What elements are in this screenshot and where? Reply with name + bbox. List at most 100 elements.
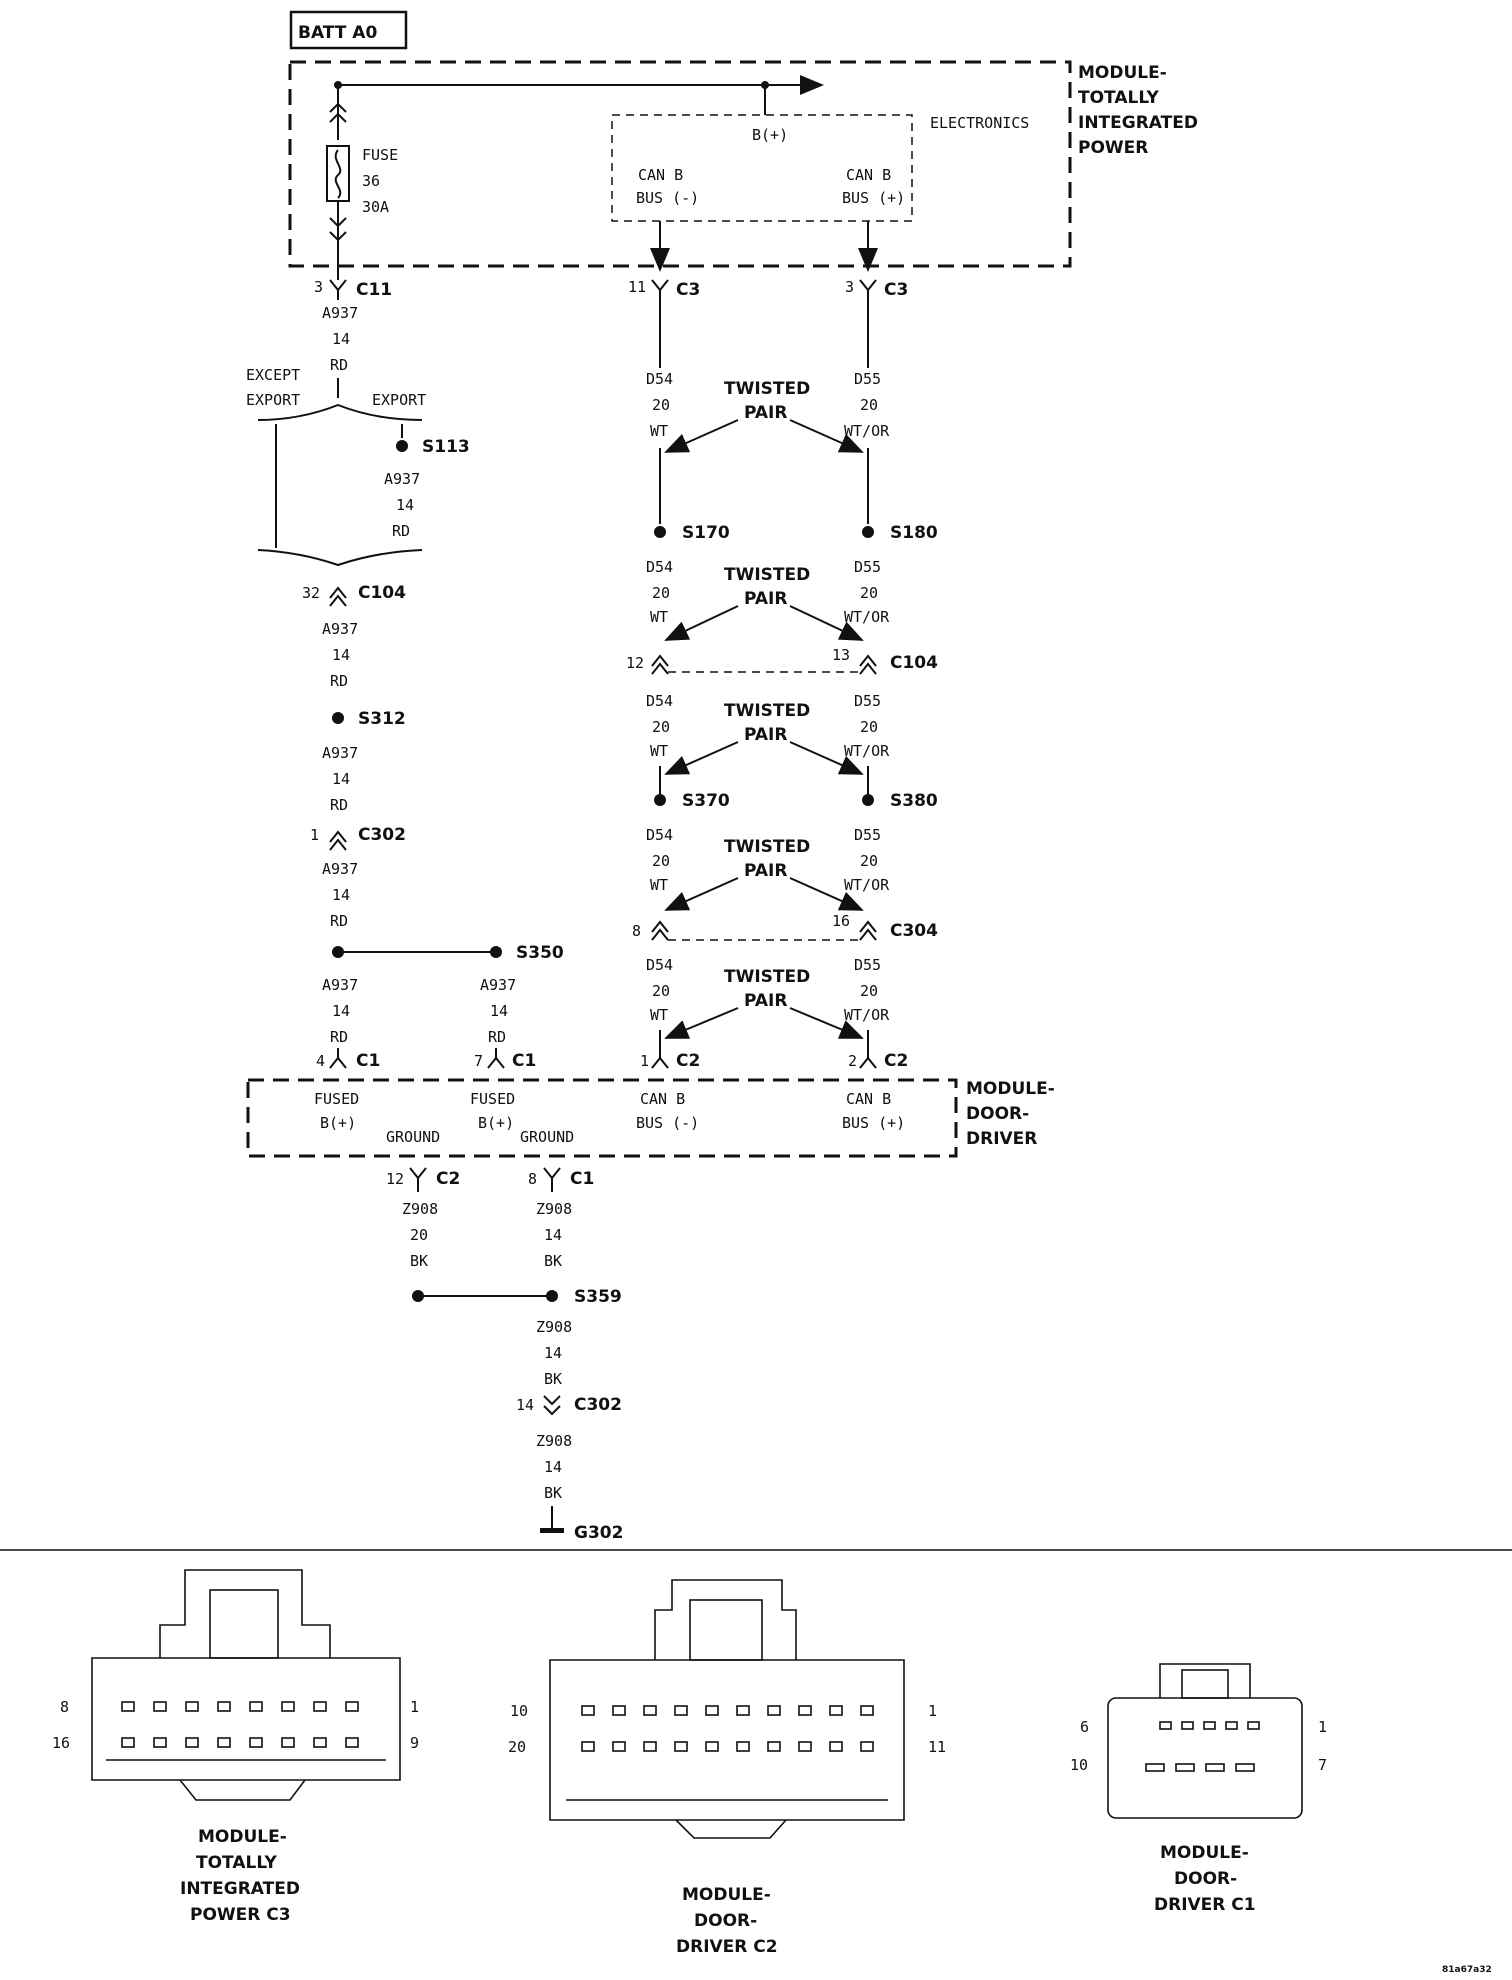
svg-text:D55: D55: [854, 558, 881, 576]
batt-box: [289, 10, 408, 50]
connector-view-door-c2: 10 1 20 11 MODULE- DOOR- DRIVER C2: [508, 1579, 946, 1957]
w7-code: A937: [480, 976, 516, 994]
pin-cavity: [705, 1741, 719, 1752]
pin-cavity: [1145, 1763, 1165, 1772]
c302a-name: C302: [358, 825, 406, 845]
svg-text:WT: WT: [650, 742, 668, 760]
w6-color: RD: [330, 1028, 348, 1046]
svg-text:10: 10: [510, 1702, 528, 1720]
except-export-2: EXPORT: [246, 391, 300, 409]
pin-cavity: [345, 1737, 359, 1748]
c2neg-pin: 1: [640, 1052, 649, 1070]
dp-fused-2b: B(+): [478, 1114, 514, 1132]
pin-cavity: [581, 1741, 595, 1752]
w7-gauge: 14: [490, 1002, 508, 1020]
svg-text:20: 20: [652, 982, 670, 1000]
pin-cavity: [860, 1705, 874, 1716]
c1a-pin: 4: [316, 1052, 325, 1070]
svg-text:20: 20: [508, 1738, 526, 1756]
twisted-pair-group-3: D54 20 WT D55 20 WT/OR TWISTED PAIR: [646, 692, 890, 775]
w4-gauge: 14: [332, 770, 350, 788]
branch-brace-top: [257, 403, 423, 421]
z14c-color: BK: [544, 1484, 562, 1502]
z14c-gauge: 14: [544, 1458, 562, 1476]
z20-gauge: 20: [410, 1226, 428, 1244]
export-label: EXPORT: [372, 391, 426, 409]
s113-label: S113: [422, 437, 470, 457]
pin-cavity: [798, 1741, 812, 1752]
svg-text:1: 1: [1318, 1718, 1327, 1736]
fuse-label: FUSE: [362, 146, 398, 164]
z20-code: Z908: [402, 1200, 438, 1218]
w7-color: RD: [488, 1028, 506, 1046]
batt-label: BATT A0: [298, 23, 377, 43]
svg-text:7: 7: [1318, 1756, 1327, 1774]
pin-cavity: [829, 1705, 843, 1716]
svg-text:PAIR: PAIR: [744, 403, 787, 423]
pin-cavity: [767, 1705, 781, 1716]
c3-pos-name: C3: [884, 280, 908, 300]
electronics-outline: [611, 114, 913, 222]
fuse-rating: 30A: [362, 198, 389, 216]
pin-cavity: [674, 1741, 688, 1752]
canb-pos-2: BUS (+): [842, 189, 905, 207]
svg-text:PAIR: PAIR: [744, 589, 787, 609]
c104can-pin-pos: 13: [832, 646, 850, 664]
c304-name: C304: [890, 921, 938, 941]
w5-gauge: 14: [332, 886, 350, 904]
s312-label: S312: [358, 709, 406, 729]
twisted-pair-group-1: D54 20 WT D55 20 WT/OR TWISTED PAIR: [646, 370, 890, 453]
svg-text:20: 20: [652, 718, 670, 736]
pin-cavity: [612, 1741, 626, 1752]
svg-text:D55: D55: [854, 370, 881, 388]
svg-text:TWISTED: TWISTED: [724, 967, 810, 987]
pin-cavity: [860, 1741, 874, 1752]
wire-a937-gauge: 14: [332, 330, 350, 348]
svg-text:WT: WT: [650, 1006, 668, 1024]
svg-text:9: 9: [410, 1734, 419, 1752]
svg-text:D54: D54: [646, 692, 673, 710]
svg-text:DOOR-: DOOR-: [1174, 1869, 1237, 1889]
svg-text:DOOR-: DOOR-: [694, 1911, 757, 1931]
svg-text:D54: D54: [646, 826, 673, 844]
pin-cavity: [121, 1737, 135, 1748]
twisted-pair-group-5: D54 20 WT D55 20 WT/OR TWISTED PAIR: [646, 956, 890, 1039]
svg-text:6: 6: [1080, 1718, 1089, 1736]
wire-a937b-color: RD: [392, 522, 410, 540]
svg-text:PAIR: PAIR: [744, 991, 787, 1011]
svg-text:20: 20: [652, 396, 670, 414]
svg-text:MODULE-: MODULE-: [1160, 1843, 1249, 1863]
svg-text:11: 11: [928, 1738, 946, 1756]
wire-a937b-gauge: 14: [396, 496, 414, 514]
c2neg-name: C2: [676, 1051, 700, 1071]
svg-text:TWISTED: TWISTED: [724, 379, 810, 399]
c304-pin-pos: 16: [832, 912, 850, 930]
s370-label: S370: [682, 791, 730, 811]
pin-cavity: [1181, 1721, 1194, 1730]
svg-text:DRIVER C1: DRIVER C1: [1154, 1895, 1256, 1915]
pin-cavity: [612, 1705, 626, 1716]
svg-text:D55: D55: [854, 956, 881, 974]
svg-text:1: 1: [928, 1702, 937, 1720]
c3-neg-pin: 11: [628, 278, 646, 296]
svg-text:D55: D55: [854, 692, 881, 710]
dp-can-neg-1: CAN B: [640, 1090, 685, 1108]
twisted-pair-group-2: D54 20 WT D55 20 WT/OR TWISTED PAIR: [646, 558, 890, 641]
s350-label: S350: [516, 943, 564, 963]
pin-cavity: [217, 1737, 231, 1748]
svg-text:D54: D54: [646, 370, 673, 388]
svg-text:16: 16: [52, 1734, 70, 1752]
pin-cavity: [281, 1737, 295, 1748]
canb-pos-1: CAN B: [846, 166, 891, 184]
z14b-gauge: 14: [544, 1344, 562, 1362]
c2pos-name: C2: [884, 1051, 908, 1071]
c302b-name: C302: [574, 1395, 622, 1415]
pin-cavity: [249, 1737, 263, 1748]
z14a-code: Z908: [536, 1200, 572, 1218]
svg-text:MODULE-: MODULE-: [198, 1827, 287, 1847]
w3-code: A937: [322, 620, 358, 638]
wire-a937-code: A937: [322, 304, 358, 322]
svg-text:WT/OR: WT/OR: [844, 1006, 890, 1024]
c104-pin: 32: [302, 584, 320, 602]
svg-text:DRIVER C2: DRIVER C2: [676, 1937, 778, 1957]
